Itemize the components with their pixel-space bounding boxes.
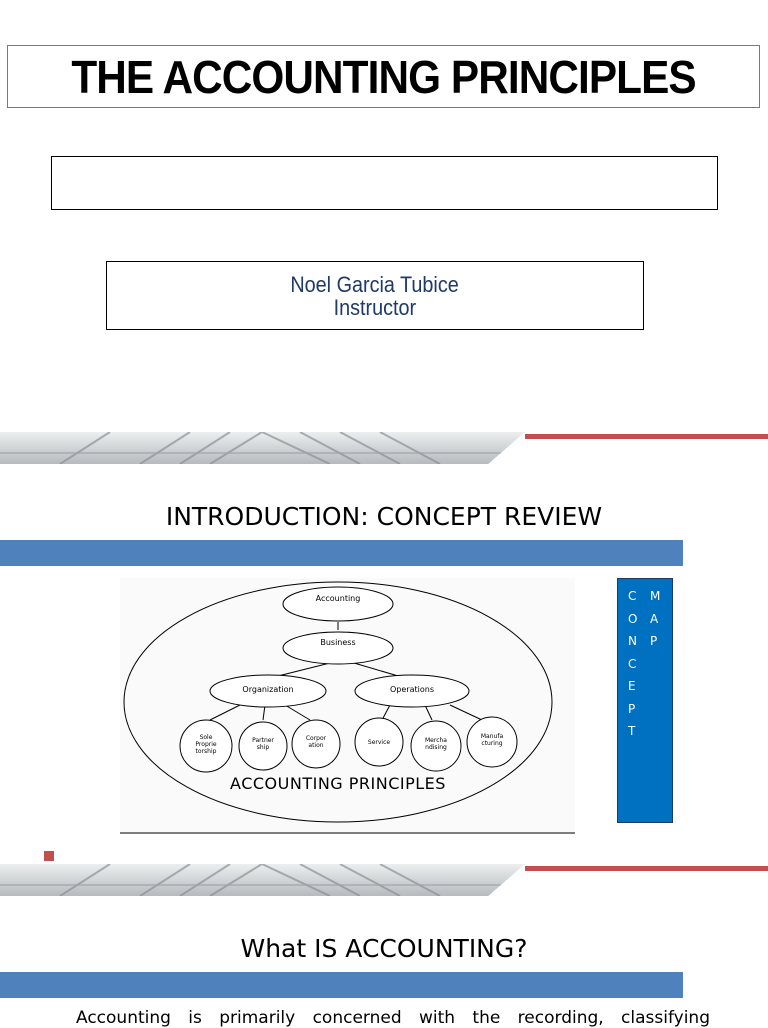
concept-letter: T bbox=[628, 724, 636, 738]
node-corporation bbox=[291, 719, 341, 769]
node-partnership-label-2: ship bbox=[257, 744, 270, 751]
node-sole-label-1: Sole bbox=[200, 734, 213, 741]
node-manufacturing-label-2: cturing bbox=[481, 740, 502, 747]
author-box: Noel Garcia Tubice Instructor bbox=[106, 261, 644, 330]
node-merchandising-label-1: Mercha bbox=[425, 737, 447, 744]
concept-map-diagram: Accounting Business Organization Operati… bbox=[120, 578, 575, 834]
node-accounting-label: Accounting bbox=[316, 594, 361, 603]
node-merchandising bbox=[410, 720, 462, 772]
concept-letter: C bbox=[628, 656, 637, 671]
diagram-caption: ACCOUNTING PRINCIPLES bbox=[230, 774, 446, 793]
node-organization bbox=[209, 674, 327, 708]
node-merchandising-label-2: ndising bbox=[425, 744, 447, 751]
node-organization-label: Organization bbox=[242, 685, 293, 694]
concept-map-label-box: C O N C E P T M A P bbox=[617, 578, 673, 823]
red-accent-line bbox=[525, 866, 768, 871]
node-operations-label: Operations bbox=[390, 685, 434, 694]
map-letter: P bbox=[650, 634, 658, 648]
node-partnership bbox=[238, 721, 288, 771]
decorative-band-graphic bbox=[0, 864, 525, 896]
map-word-column: M A P bbox=[650, 585, 660, 653]
node-business bbox=[282, 631, 394, 665]
node-sole-proprietorship bbox=[179, 719, 233, 773]
red-accent-line bbox=[525, 434, 768, 439]
node-operations bbox=[354, 674, 470, 708]
author-role: Instructor bbox=[333, 294, 417, 320]
concept-word-column: C O N C E P T bbox=[628, 585, 637, 743]
node-manufacturing-label-1: Manufa bbox=[481, 733, 504, 740]
node-business-label: Business bbox=[320, 638, 355, 647]
node-service bbox=[354, 717, 404, 767]
red-square-bullet bbox=[44, 851, 54, 861]
concept-letter: N bbox=[628, 634, 637, 648]
node-manufacturing bbox=[466, 716, 518, 768]
concept-letter: P bbox=[628, 701, 636, 716]
decorative-band-graphic bbox=[0, 432, 525, 464]
node-corporation-label-2: ation bbox=[308, 742, 323, 749]
node-accounting bbox=[282, 586, 394, 622]
empty-text-box bbox=[51, 156, 718, 210]
section-heading-intro: INTRODUCTION: CONCEPT REVIEW bbox=[165, 502, 603, 531]
concept-letter: O bbox=[628, 611, 638, 626]
document-title: THE ACCOUNTING PRINCIPLES bbox=[71, 50, 696, 103]
node-corporation-label-1: Corpor bbox=[306, 735, 327, 742]
concept-letter: E bbox=[628, 679, 636, 693]
node-partnership-label-1: Partner bbox=[252, 737, 274, 744]
blue-divider-bar bbox=[0, 540, 683, 566]
author-name: Noel Garcia Tubice bbox=[290, 271, 460, 297]
map-letter: A bbox=[650, 611, 659, 626]
body-paragraph-line: Accounting is primarily concerned with t… bbox=[76, 1008, 710, 1028]
node-sole-label-2: Proprie bbox=[195, 741, 216, 748]
title-frame bbox=[7, 45, 760, 108]
node-sole-label-3: torship bbox=[196, 748, 217, 755]
node-service-label: Service bbox=[368, 739, 390, 746]
section-heading-what-is-accounting: What IS ACCOUNTING? bbox=[240, 934, 528, 963]
blue-divider-bar bbox=[0, 972, 683, 998]
concept-letter: C bbox=[628, 589, 637, 603]
map-letter: M bbox=[650, 589, 661, 603]
